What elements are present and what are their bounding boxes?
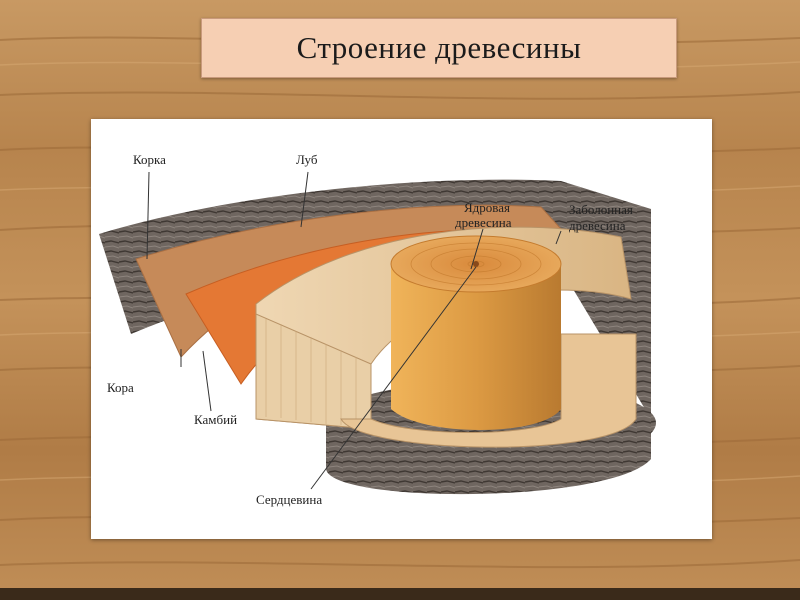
slide-title: Строение древесины bbox=[296, 30, 582, 65]
label-serdtsevina: Сердцевина bbox=[256, 492, 322, 507]
label-kora: Кора bbox=[107, 380, 134, 395]
sapwood-ring-lower bbox=[340, 333, 637, 448]
label-zabolonnaya-2: древесина bbox=[569, 218, 626, 233]
label-yadrovaya-1: Ядровая bbox=[464, 200, 510, 215]
label-lub: Луб bbox=[296, 152, 318, 167]
label-zabolonnaya-1: Заболонная bbox=[569, 202, 633, 217]
pith-center bbox=[473, 261, 479, 267]
label-korka: Корка bbox=[133, 152, 166, 167]
label-kambiy: Камбий bbox=[194, 412, 237, 427]
title-box: Строение древесины bbox=[201, 18, 677, 78]
bottom-bar bbox=[0, 588, 800, 600]
diagram-panel: Корка Луб Ядровая древесина Заболонная д… bbox=[91, 119, 712, 539]
wood-structure-diagram: Корка Луб Ядровая древесина Заболонная д… bbox=[99, 152, 656, 507]
label-yadrovaya-2: древесина bbox=[455, 215, 512, 230]
leader-lines bbox=[146, 171, 562, 490]
